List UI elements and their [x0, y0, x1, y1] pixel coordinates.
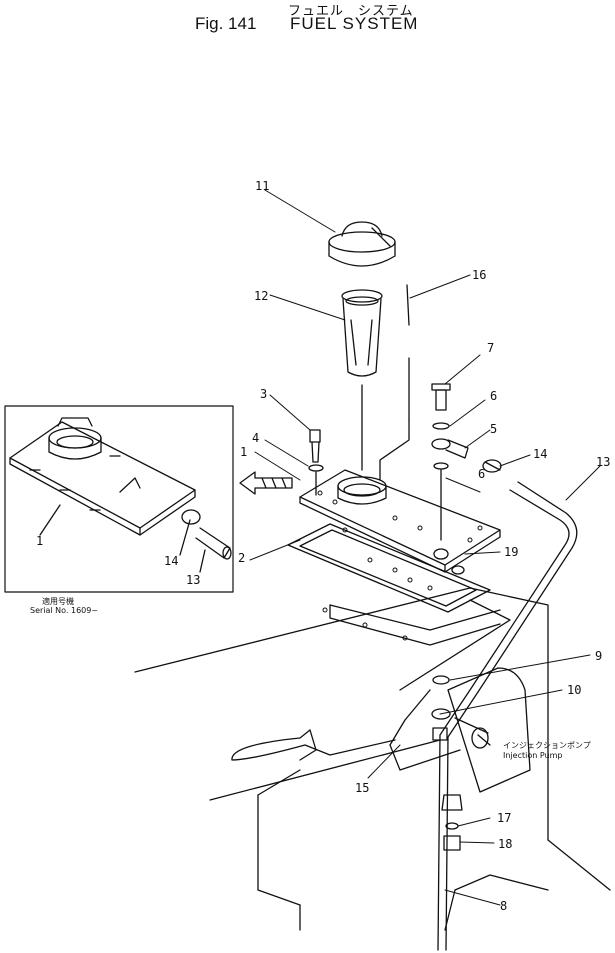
callout: 15	[355, 781, 369, 795]
callout: 12	[254, 289, 268, 303]
title-japanese: フュエル システム	[288, 4, 414, 19]
callout: 6	[478, 467, 485, 481]
cover-bolt	[308, 429, 324, 496]
callout: 14	[533, 447, 547, 461]
serial-inset	[4, 405, 234, 593]
cover-gasket	[287, 523, 491, 613]
serial-label-japanese: 適用号機	[42, 597, 74, 606]
callout: 8	[500, 899, 507, 913]
callout-numbers: 11 12 16 7 3 6 4 5 14 13 1 6 2 19 9 10 1…	[36, 179, 610, 913]
injection-pump-label: Injection Pump	[503, 751, 563, 760]
figure-title: FUEL SYSTEM	[290, 14, 419, 33]
callout: 10	[567, 683, 581, 697]
return-hose	[231, 729, 396, 761]
callout: 5	[490, 422, 497, 436]
callout: 6	[490, 389, 497, 403]
inset-callout: 1	[36, 534, 43, 548]
tank-cover-plate	[299, 469, 501, 573]
callout: 1	[240, 445, 247, 459]
strainer	[341, 289, 383, 377]
inset-callout: 13	[186, 573, 200, 587]
callout: 11	[255, 179, 269, 193]
inset-callout: 14	[164, 554, 178, 568]
injection-pump	[447, 667, 531, 793]
level-gauge-rod	[361, 284, 410, 481]
callout: 9	[595, 649, 602, 663]
callout: 18	[498, 837, 512, 851]
drain-plug	[441, 794, 463, 851]
callout: 4	[252, 431, 259, 445]
bolt-holes	[317, 490, 483, 641]
callout: 19	[504, 545, 518, 559]
callout: 7	[487, 341, 494, 355]
callout: 16	[472, 268, 486, 282]
filler-cap	[328, 221, 396, 267]
front-direction-arrow	[239, 471, 293, 495]
callout: 17	[497, 811, 511, 825]
callout: 2	[238, 551, 245, 565]
fuel-pipe	[389, 481, 578, 951]
pipe-fittings	[431, 548, 465, 741]
figure-number: Fig. 141	[195, 14, 257, 33]
callout: 3	[260, 387, 267, 401]
serial-number-range: Serial No. 1609~	[30, 606, 99, 615]
fuel-tank-outline	[134, 587, 611, 931]
callout: 13	[596, 455, 610, 469]
injection-pump-label-japanese: インジェクションポンプ	[503, 741, 591, 750]
hose-clamp	[482, 459, 502, 473]
leader-lines	[249, 189, 601, 906]
joint-bolt-assembly	[431, 383, 469, 541]
